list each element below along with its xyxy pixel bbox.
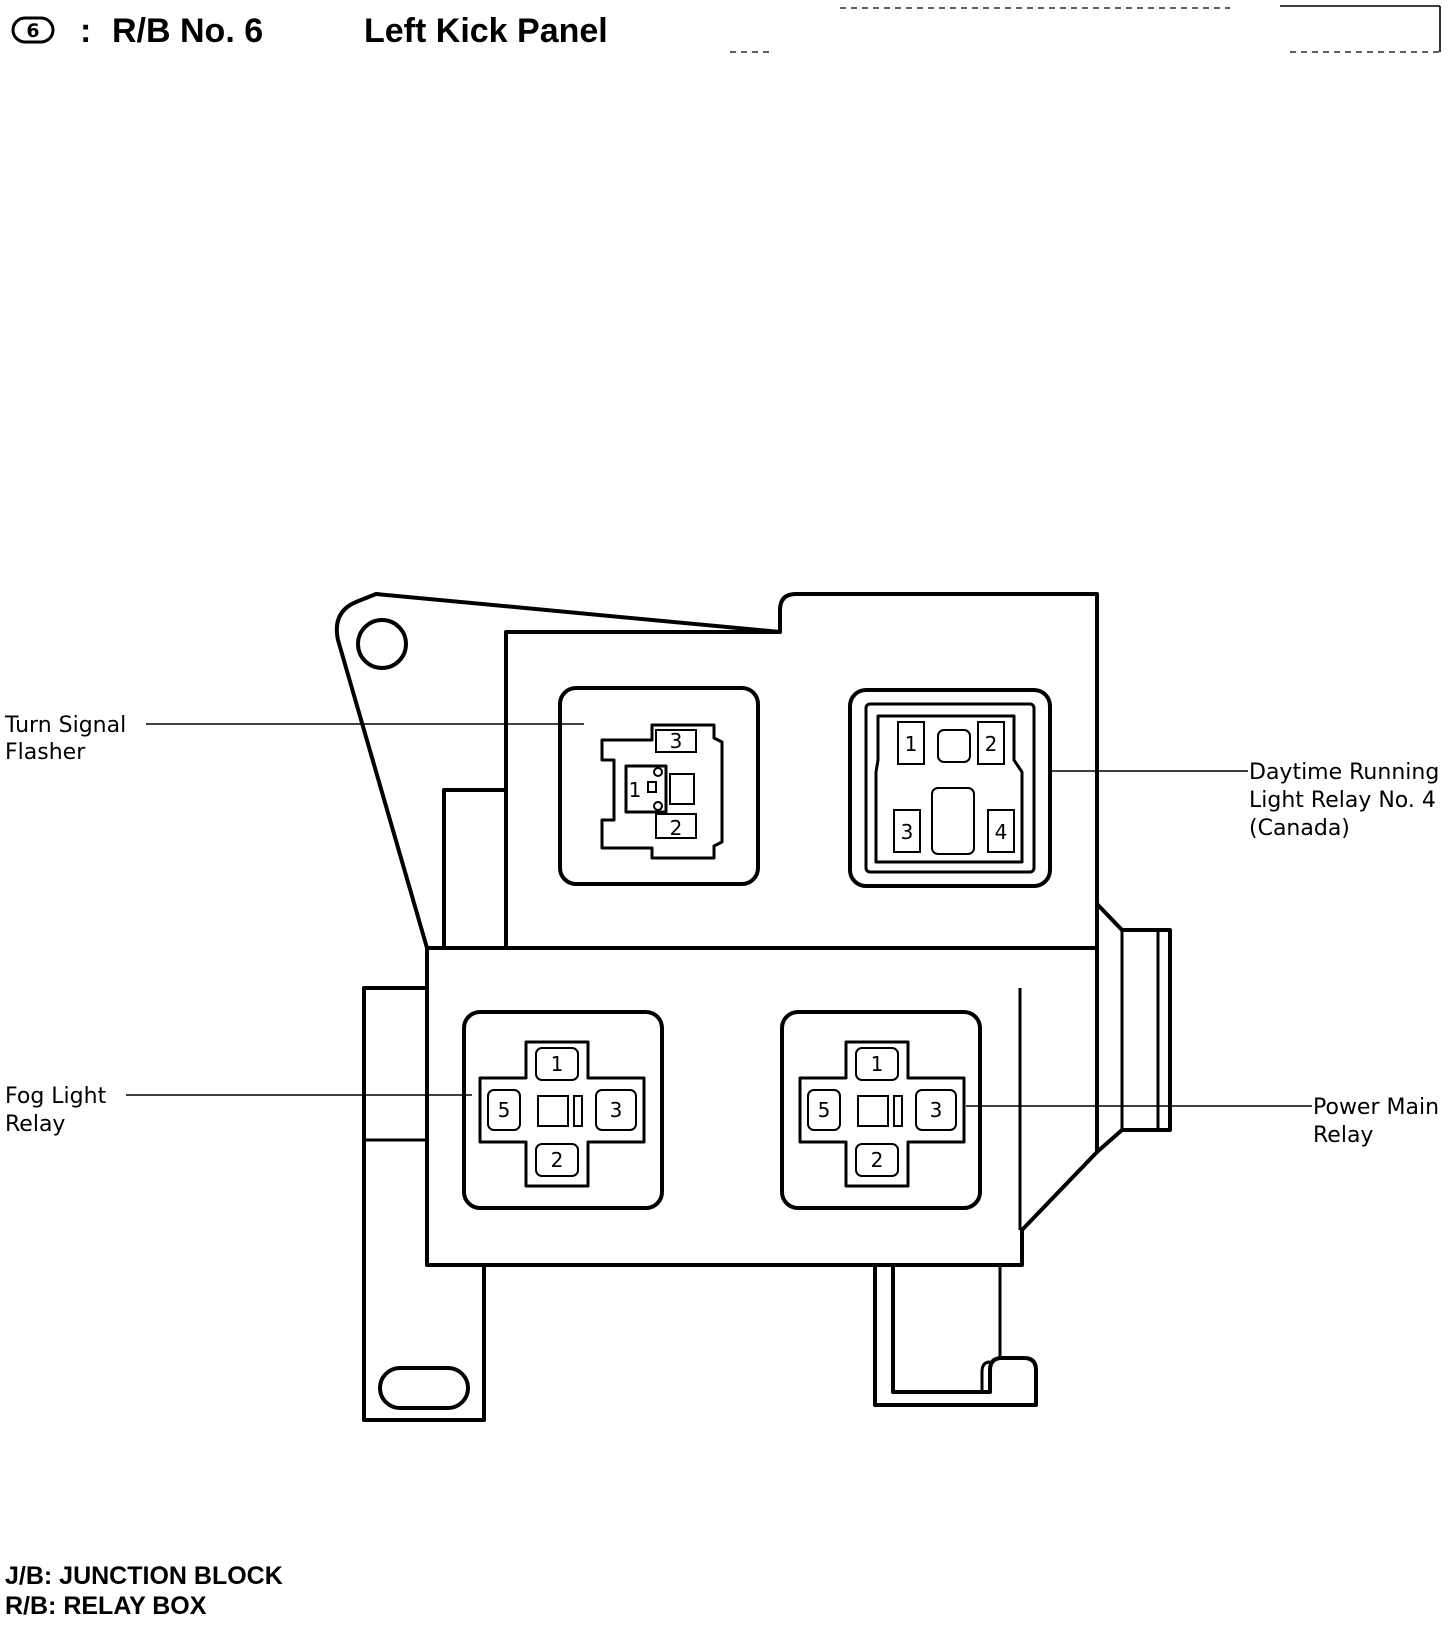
daytime-running-light-relay-socket: 1 2 3 4 [848, 688, 1052, 888]
fog-light-relay-socket: 1 2 3 5 [462, 1010, 664, 1210]
power-main-label-line1: Power Main [1313, 1095, 1439, 1120]
abbreviation-legend: J/B: JUNCTION BLOCK R/B: RELAY BOX [5, 1562, 283, 1620]
drl-label-line2: Light Relay No. 4 [1249, 788, 1436, 813]
legend-relay-box: R/B: RELAY BOX [5, 1592, 207, 1620]
location-title: Left Kick Panel [364, 12, 608, 50]
power-main-label-line2: Relay [1313, 1123, 1373, 1148]
fog-label-line1: Fog Light [5, 1084, 107, 1109]
header: 6 : R/B No. 6 Left Kick Panel [11, 5, 1441, 53]
fog-label-line2: Relay [5, 1112, 65, 1137]
fog-pin-5: 5 [498, 1098, 511, 1122]
box-number-badge: 6 [11, 16, 55, 44]
flasher-pin-2: 2 [670, 816, 683, 840]
drl-label-line3: (Canada) [1249, 816, 1350, 841]
header-separator: : [80, 12, 91, 50]
drl-label-line1: Daytime Running [1249, 760, 1439, 785]
turn-signal-flasher-socket: 1 2 3 [558, 686, 760, 886]
callout-labels: Turn Signal Flasher Daytime Running Ligh… [4, 713, 1439, 1148]
mounting-hole [356, 618, 408, 670]
drl-pin-1: 1 [905, 732, 918, 756]
legend-junction-block: J/B: JUNCTION BLOCK [5, 1562, 283, 1590]
slot-hole [378, 1366, 470, 1410]
power-main-relay-socket: 1 2 3 5 [780, 1010, 982, 1210]
relay-box-housing [334, 592, 1172, 1422]
leader-lines [126, 723, 1312, 1107]
flasher-pin-1: 1 [629, 778, 642, 802]
fog-pin-3: 3 [610, 1098, 623, 1122]
power-pin-1: 1 [871, 1052, 884, 1076]
flasher-pin-3: 3 [670, 729, 683, 753]
power-pin-5: 5 [818, 1098, 831, 1122]
fog-pin-2: 2 [551, 1148, 564, 1172]
turn-signal-label-line2: Flasher [5, 740, 86, 765]
drl-pin-4: 4 [995, 820, 1008, 844]
power-pin-2: 2 [871, 1148, 884, 1172]
turn-signal-label-line1: Turn Signal [4, 713, 126, 738]
fog-pin-1: 1 [551, 1052, 564, 1076]
drl-pin-2: 2 [985, 732, 998, 756]
drl-pin-3: 3 [901, 820, 914, 844]
badge-number: 6 [26, 20, 39, 42]
power-pin-3: 3 [930, 1098, 943, 1122]
scan-marks [730, 5, 1441, 53]
page-title: R/B No. 6 [112, 12, 263, 50]
